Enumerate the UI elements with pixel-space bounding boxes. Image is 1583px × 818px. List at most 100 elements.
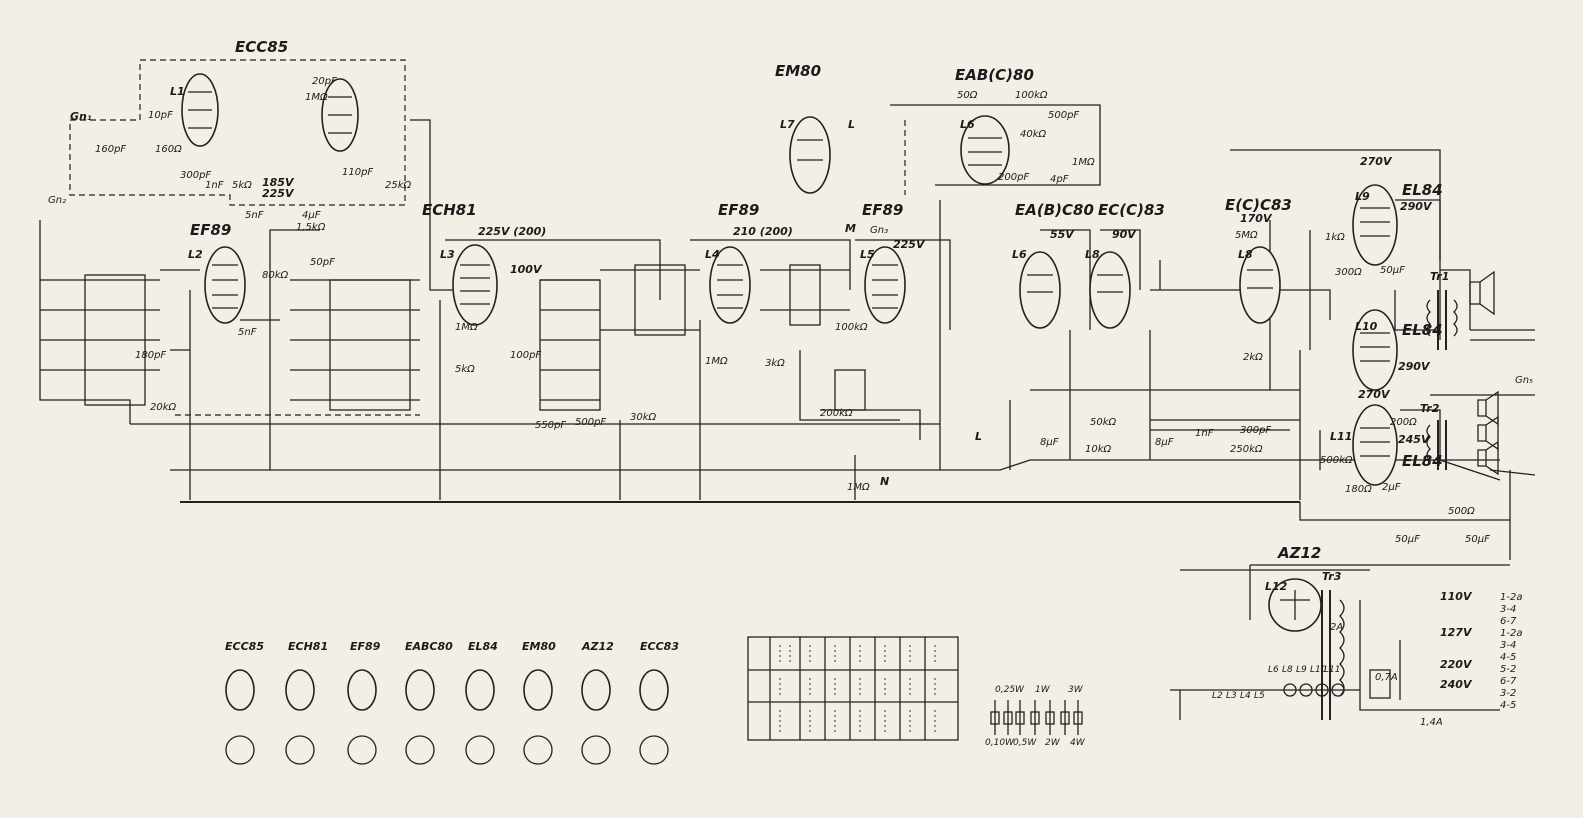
comp-value: 3kΩ (765, 358, 785, 369)
tube-pinouts: ECC85 ECH81 EF89 EABC80 EL84 EM80 AZ12 E… (225, 640, 679, 765)
comp-value: 300Ω (1335, 267, 1362, 278)
marker-gn1: Gn₁ (70, 110, 92, 123)
tube-ref: L9 (1355, 190, 1370, 203)
comp-value: 100kΩ (835, 322, 868, 333)
comp-value: 100pF (510, 350, 541, 361)
comp-value: 1nF (205, 180, 224, 191)
mains-transformer-tr3 (1321, 590, 1345, 720)
tube-ref: L12 (1265, 580, 1288, 593)
comp-value: 200pF (998, 172, 1029, 183)
comp-value: 500kΩ (1320, 455, 1353, 466)
legend-label: 1W (1035, 685, 1051, 695)
tube-ecc85-a (181, 73, 219, 147)
comp-value: 250kΩ (1230, 444, 1263, 455)
tube-label: EF89 (862, 201, 903, 219)
loudspeaker-icon-4 (1477, 440, 1499, 476)
loudspeaker-icon-2 (1477, 390, 1499, 426)
comp-value: 50µF (1395, 534, 1420, 545)
tube-ref: L6 (960, 118, 975, 131)
tube-ref: L6 (1012, 248, 1027, 261)
tube-ef89-l5 (864, 246, 906, 324)
comp-value: 4pF (1050, 174, 1069, 185)
mains-taps: 4-5 (1500, 700, 1516, 711)
comp-value: 8µF (1040, 437, 1059, 448)
tube-ref: L7 (780, 118, 795, 131)
mains-voltage: 240V (1440, 678, 1473, 691)
voltage-label: 270V (1360, 155, 1393, 168)
tube-label: ECH81 (422, 201, 477, 219)
marker-gn3: Gn₃ (870, 225, 888, 236)
comp-value: 1,5kΩ (296, 222, 326, 233)
loudspeaker-icon-3 (1477, 415, 1499, 451)
tube-label: EL84 (1402, 321, 1443, 339)
comp-value: 10kΩ (1085, 444, 1112, 455)
tube-label: EAB(C)80 (955, 66, 1034, 84)
switch-matrix (747, 636, 959, 741)
marker-gn2: Gn₂ (48, 195, 66, 206)
tube-label: EF89 (190, 221, 231, 239)
mains-taps: 6-7 (1500, 676, 1517, 687)
filament-label: L9 (1296, 665, 1307, 675)
legend-label: 0,25W (995, 685, 1025, 695)
tube-ref: L11 (1330, 430, 1352, 443)
tube-ref: L4 (705, 248, 720, 261)
pinout-name: EABC80 (405, 640, 453, 653)
filament-label: L5 (1254, 691, 1265, 701)
tube-label: AZ12 (1277, 544, 1321, 562)
tube-ref: L8 (1238, 248, 1253, 261)
mains-taps: 3-4 (1500, 604, 1516, 615)
tube-label: EF89 (718, 201, 759, 219)
fuse-label: 2A (1330, 622, 1343, 633)
tube-label: EL84 (1402, 452, 1443, 470)
voltage-label: 210 (200) (733, 225, 793, 238)
comp-value: 20kΩ (150, 402, 177, 413)
comp-value: 40kΩ (1020, 129, 1047, 140)
comp-value: 2kΩ (1243, 352, 1263, 363)
tube-ref: L3 (440, 248, 455, 261)
mains-taps: 3-2 (1500, 688, 1516, 699)
voltage-label: 290V (1398, 360, 1431, 373)
marker-tr1: Tr1 (1430, 270, 1449, 283)
loudspeaker-icon (1469, 270, 1495, 316)
comp-value: 200Ω (1390, 417, 1417, 428)
fuse-label: 0,7A (1375, 672, 1398, 683)
pinout-name: EL84 (468, 640, 498, 653)
voltage-label: 225V (893, 238, 926, 251)
pinout-name: ECC83 (640, 640, 679, 653)
filament-label: L11 (1324, 665, 1340, 675)
comp-value: 5nF (245, 210, 264, 221)
mains-taps: 4-5 (1500, 652, 1516, 663)
legend-label: 0,10W (985, 738, 1015, 748)
comp-value: 500Ω (1448, 506, 1475, 517)
comp-value: 2µF (1382, 482, 1401, 493)
comp-value: 25kΩ (385, 180, 412, 191)
comp-value: 1kΩ (1325, 232, 1345, 243)
mains-voltage-table: 110V 1-2a 3-4 6-7 127V 1-2a 3-4 4-5 220V… (1440, 590, 1522, 711)
marker-L2: L (848, 118, 855, 131)
comp-value: 50µF (1380, 265, 1405, 276)
tube-ref: L2 (188, 248, 203, 261)
resistor-legend: 0,25W 1W 3W 0,10W 0,5W 2W 4W (985, 685, 1086, 748)
tube-ef89-l2 (204, 246, 246, 324)
comp-value: 500pF (1048, 110, 1079, 121)
voltage-label: 245V (1398, 433, 1431, 446)
tube-label: EL84 (1402, 181, 1443, 199)
comp-value: 1MΩ (305, 92, 328, 103)
comp-value: 550pF (535, 420, 566, 431)
tube-em80-l7 (789, 116, 831, 194)
filament-label: L8 (1282, 665, 1293, 675)
comp-value: 50kΩ (1090, 417, 1117, 428)
comp-value: 160Ω (155, 144, 182, 155)
pinout-name: AZ12 (581, 640, 614, 653)
mains-taps: 5-2 (1500, 664, 1516, 675)
tube-eabc80-l6 (960, 115, 1010, 185)
voltage-label: 185V (262, 176, 295, 189)
tube-ecc85-b (321, 78, 359, 152)
shield-outlines (69, 59, 906, 416)
marker-M: M (845, 222, 856, 235)
tube-ef89-l4 (709, 246, 751, 324)
legend-label: 3W (1068, 685, 1084, 695)
tube-el84-l10 (1352, 309, 1398, 391)
tube-ref: L5 (860, 248, 875, 261)
marker-gn5: Gn₅ (1515, 375, 1533, 386)
